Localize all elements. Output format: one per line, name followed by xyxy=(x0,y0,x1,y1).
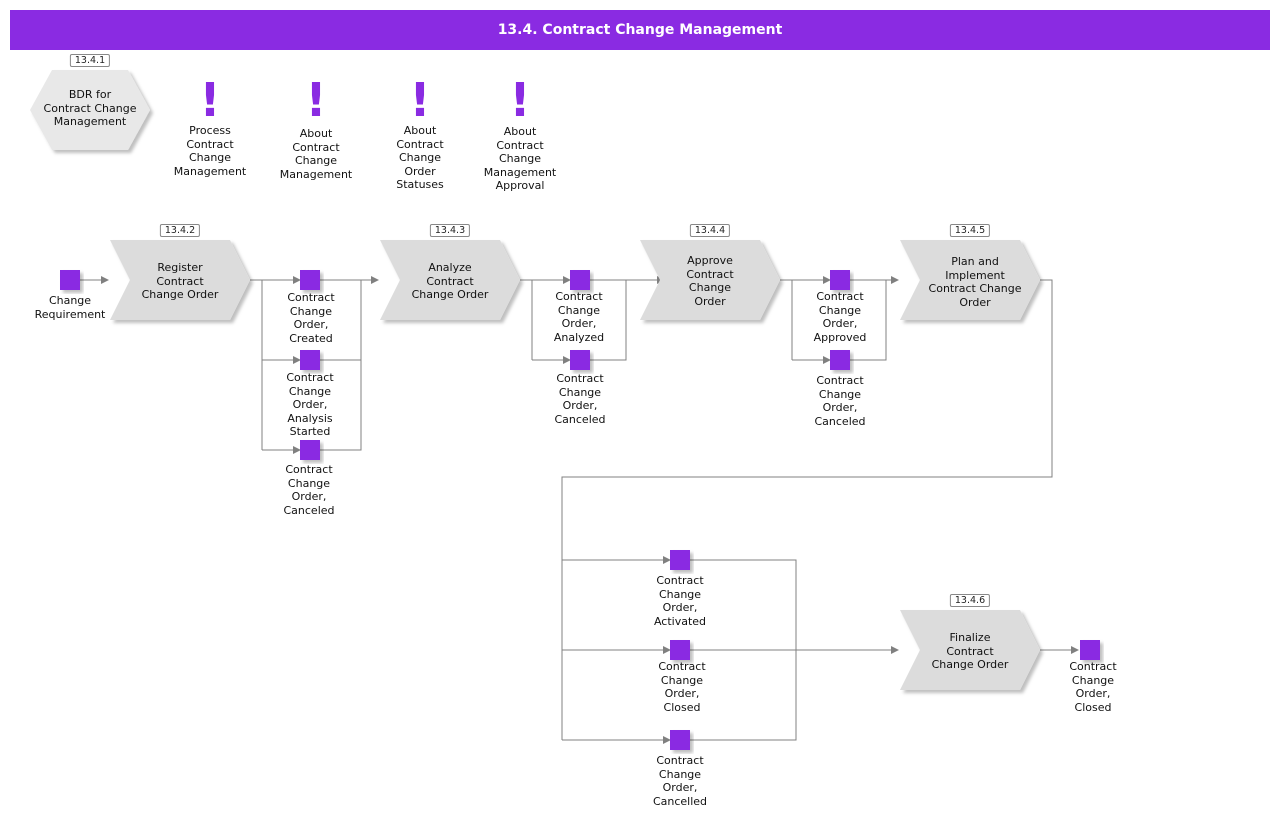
event-label[interactable]: Contract Change Order, Closed xyxy=(658,660,706,714)
event-label[interactable]: Contract Change Order, Canceled xyxy=(814,374,866,428)
process-id-badge: 13.4.2 xyxy=(159,224,201,237)
event-square xyxy=(300,270,320,290)
process-chevron xyxy=(900,240,1040,320)
event-label[interactable]: Contract Change Order, Canceled xyxy=(554,372,606,426)
connector xyxy=(520,279,533,360)
process-chevron xyxy=(900,610,1040,690)
process-label[interactable]: Plan and Implement Contract Change Order xyxy=(928,255,1022,309)
event-square xyxy=(570,270,590,290)
event-label[interactable]: Contract Change Order, Analysis Started xyxy=(286,371,334,438)
event-square xyxy=(300,350,320,370)
process-label[interactable]: Register Contract Change Order xyxy=(141,260,219,301)
connector xyxy=(850,280,887,361)
connector xyxy=(780,279,793,360)
event-label[interactable]: Contract Change Order, Canceled xyxy=(283,463,335,517)
connector xyxy=(590,280,627,361)
event-squares xyxy=(60,270,1100,750)
event-label[interactable]: Contract Change Order, Approved xyxy=(813,290,867,344)
connector xyxy=(561,279,1053,740)
event-label[interactable]: Contract Change Order, Activated xyxy=(653,574,707,628)
event-square xyxy=(830,350,850,370)
event-label[interactable]: Contract Change Order, Closed xyxy=(1069,660,1117,714)
connector xyxy=(320,360,362,451)
connector xyxy=(250,279,263,450)
note-label[interactable]: About Contract Change Order Statuses xyxy=(396,124,444,191)
exclamation-icon[interactable]: ! xyxy=(199,73,221,127)
note-label[interactable]: About Contract Change Management Approva… xyxy=(483,125,557,192)
process-chevron xyxy=(640,240,780,320)
exclamation-icon[interactable]: ! xyxy=(305,73,327,127)
process-chevron xyxy=(110,240,250,320)
bdr-id-badge: 13.4.1 xyxy=(69,54,111,67)
event-square xyxy=(670,730,690,750)
note-label[interactable]: About Contract Change Management xyxy=(279,127,353,181)
event-square xyxy=(670,640,690,660)
note-label[interactable]: Process Contract Change Management xyxy=(173,124,247,178)
event-label[interactable]: Contract Change Order, Created xyxy=(287,291,335,345)
process-id-badge: 13.4.3 xyxy=(429,224,471,237)
event-square xyxy=(1080,640,1100,660)
bdr-label[interactable]: BDR for Contract Change Management xyxy=(43,87,137,128)
event-square xyxy=(670,550,690,570)
event-square xyxy=(60,270,80,290)
connectors xyxy=(80,276,1079,744)
process-label[interactable]: Approve Contract Change Order xyxy=(686,254,734,308)
exclamation-icon[interactable]: ! xyxy=(509,73,531,127)
event-square xyxy=(830,270,850,290)
event-label[interactable]: Change Requirement xyxy=(34,294,106,321)
diagram-title: 13.4. Contract Change Management xyxy=(10,10,1270,50)
process-label[interactable]: Finalize Contract Change Order xyxy=(931,630,1009,671)
event-square xyxy=(300,440,320,460)
event-label[interactable]: Contract Change Order, Cancelled xyxy=(652,754,708,808)
process-id-badge: 13.4.4 xyxy=(689,224,731,237)
bdr-hexagon xyxy=(30,70,150,150)
process-shapes xyxy=(110,240,1040,690)
event-label[interactable]: Contract Change Order, Analyzed xyxy=(553,290,605,344)
process-id-badge: 13.4.5 xyxy=(949,224,991,237)
event-square xyxy=(570,350,590,370)
process-id-badge: 13.4.6 xyxy=(949,594,991,607)
exclamation-icon[interactable]: ! xyxy=(409,73,431,127)
process-label[interactable]: Analyze Contract Change Order xyxy=(411,260,489,301)
process-chevron xyxy=(380,240,520,320)
